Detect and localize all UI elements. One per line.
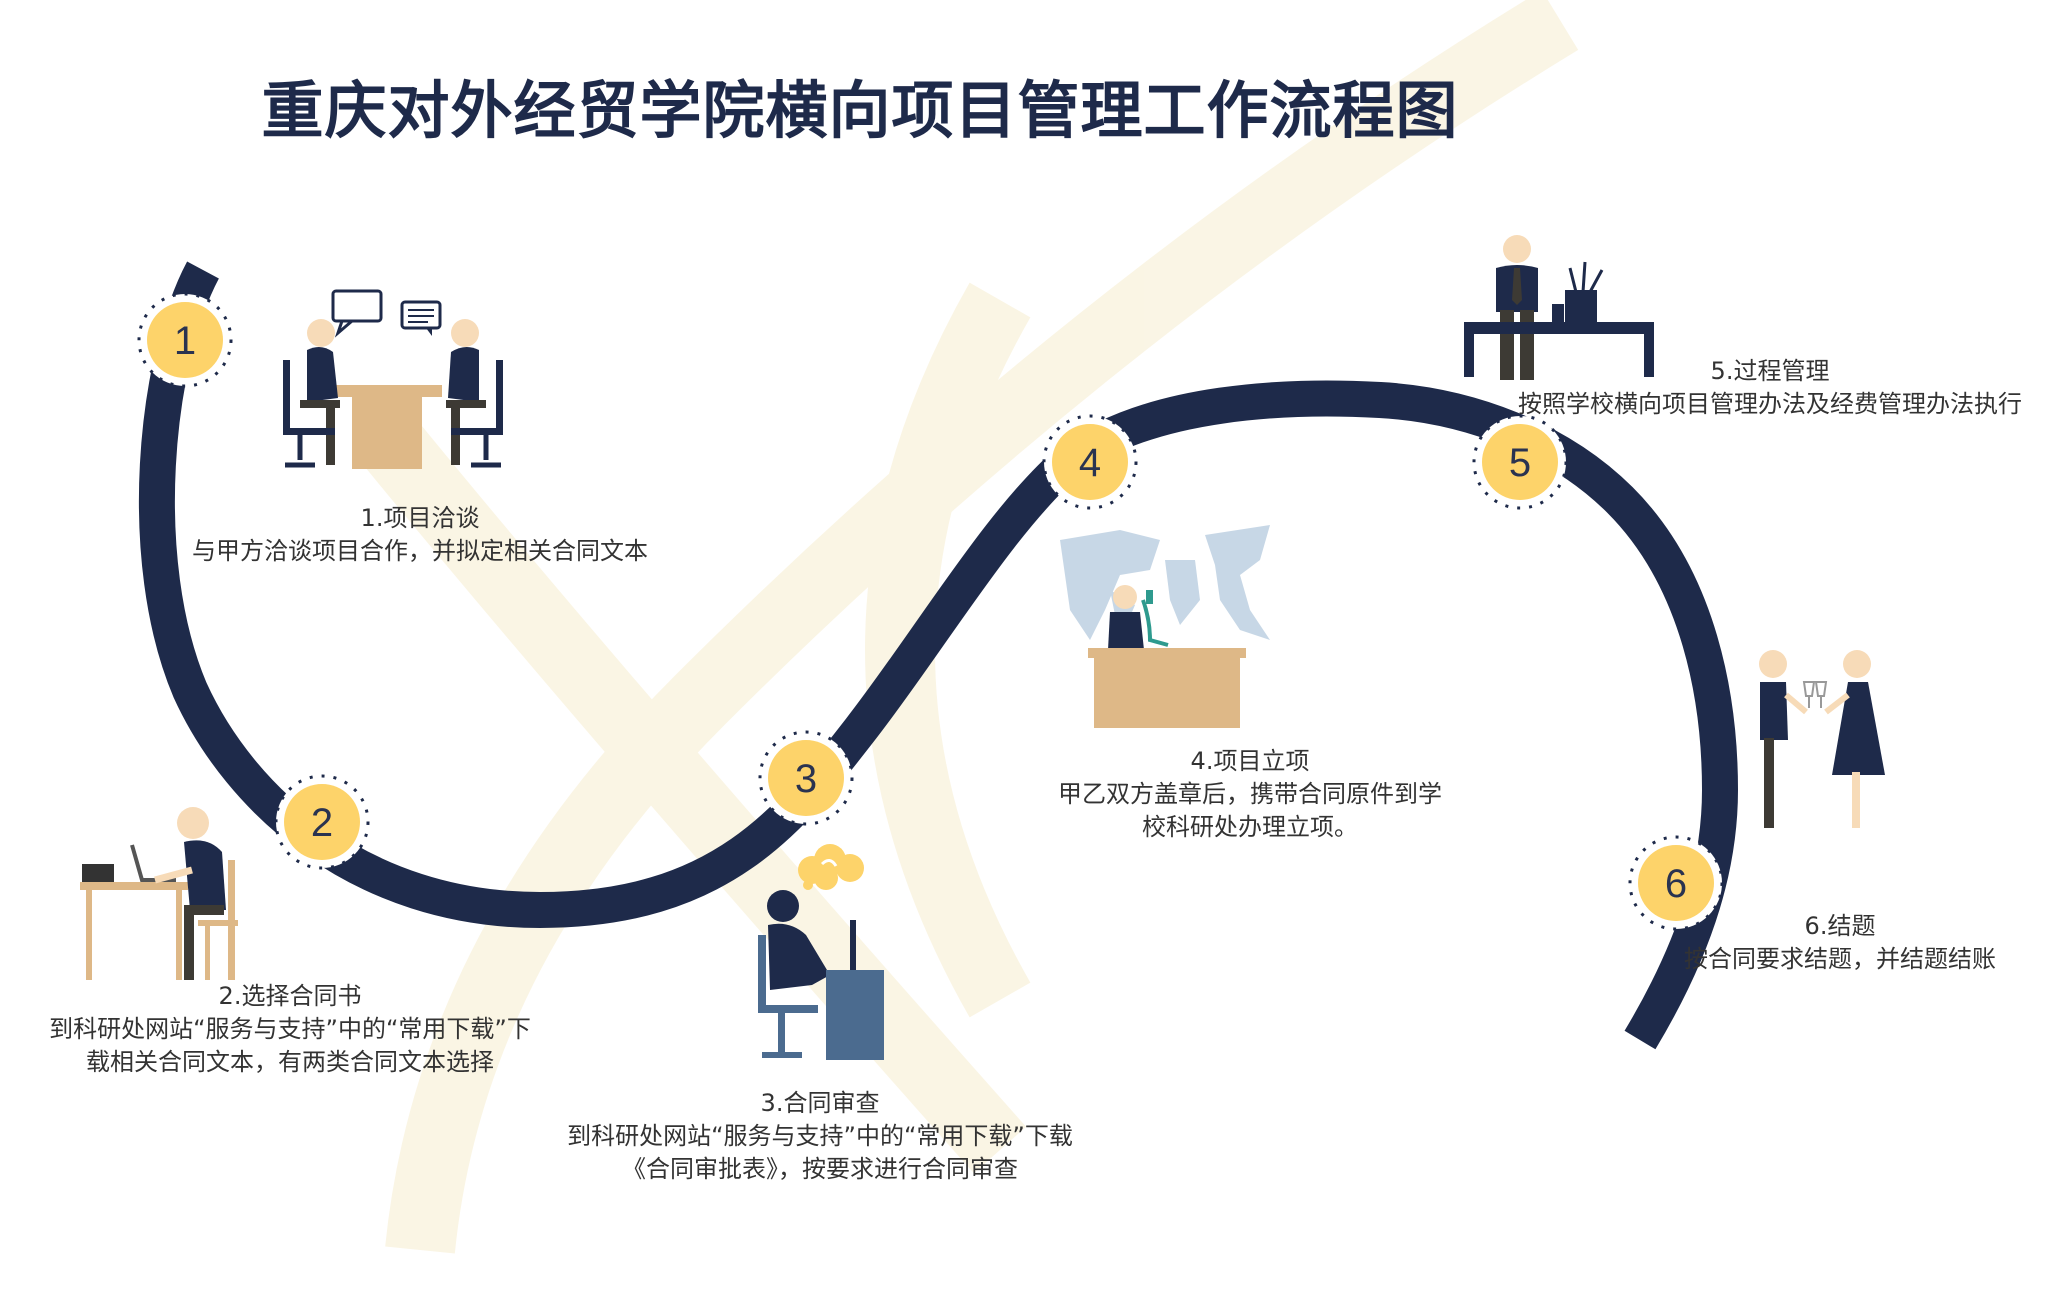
step-6-badge-fill	[1638, 845, 1714, 921]
laptop-work-illustration	[80, 807, 238, 980]
step-1-badge: 1	[137, 292, 233, 388]
step-4-desc-line-2: 校科研处办理立项。	[1142, 813, 1358, 841]
step-4-text: 4.项目立项 甲乙双方盖章后，携带合同原件到学 校科研处办理立项。	[1040, 745, 1460, 844]
step-1-desc-line-1: 与甲方洽谈项目合作，并拟定相关合同文本	[192, 537, 648, 565]
speech-bubble-icon	[331, 289, 383, 338]
step-5-badge: 5	[1472, 414, 1568, 510]
step-6-number: 6	[1665, 862, 1687, 906]
step-3-badge: 3	[758, 730, 854, 826]
step-1-number: 1	[174, 319, 196, 363]
negotiation-illustration	[283, 289, 503, 469]
step-2-desc-line-2: 载相关合同文本，有两类合同文本选择	[86, 1048, 494, 1076]
page-title: 重庆对外经贸学院横向项目管理工作流程图	[261, 74, 1459, 147]
step-badges: 1 2 3 4 5 6	[137, 292, 1724, 931]
step-3-number: 3	[795, 757, 817, 801]
step-5-title: 5.过程管理	[1710, 357, 1830, 385]
thought-cloud-icon	[798, 844, 864, 890]
step-5-desc-line-1: 按照学校横向项目管理办法及经费管理办法执行	[1518, 390, 2022, 418]
step-1-badge-fill	[147, 302, 223, 378]
step-5-text: 5.过程管理 按照学校横向项目管理办法及经费管理办法执行	[1510, 355, 2030, 421]
step-2-badge: 2	[274, 774, 370, 870]
step-1-text: 1.项目洽谈 与甲方洽谈项目合作，并拟定相关合同文本	[170, 502, 670, 568]
step-5-badge-fill	[1482, 424, 1558, 500]
step-2-text: 2.选择合同书 到科研处网站“服务与支持”中的“常用下载”下 载相关合同文本，有…	[10, 980, 570, 1079]
step-4-title: 4.项目立项	[1190, 747, 1310, 775]
step-6-title: 6.结题	[1804, 912, 1876, 940]
celebration-illustration	[1759, 650, 1885, 828]
step-5-number: 5	[1509, 441, 1531, 485]
step-3-title: 3.合同审查	[760, 1089, 880, 1117]
wine-glass-icon	[1802, 681, 1828, 708]
step-4-badge-fill	[1052, 424, 1128, 500]
step-2-desc-line-1: 到科研处网站“服务与支持”中的“常用下载”下	[49, 1015, 531, 1043]
step-3-badge-fill	[768, 740, 844, 816]
step-4-badge: 4	[1042, 414, 1138, 510]
step-2-number: 2	[311, 801, 333, 845]
process-path	[138, 261, 1739, 1050]
step-6-desc-line-1: 按合同要求结题，并结题结账	[1684, 945, 1996, 973]
step-4-number: 4	[1079, 441, 1101, 485]
step-3-desc-line-1: 到科研处网站“服务与支持”中的“常用下载”下载	[567, 1122, 1073, 1150]
project-approval-illustration	[1060, 525, 1270, 728]
chat-bubble-icon	[400, 300, 442, 336]
step-3-desc-line-2: 《合同审批表》，按要求进行合同审查	[622, 1155, 1018, 1183]
step-2-badge-fill	[284, 784, 360, 860]
step-2-title: 2.选择合同书	[218, 982, 362, 1010]
contract-review-illustration	[758, 844, 884, 1060]
process-management-illustration	[1464, 235, 1654, 380]
step-4-desc-line-1: 甲乙双方盖章后，携带合同原件到学	[1058, 780, 1442, 808]
step-1-title: 1.项目洽谈	[360, 504, 480, 532]
world-map-icon	[1060, 525, 1270, 640]
step-6-text: 6.结题 按合同要求结题，并结题结账	[1660, 910, 2020, 976]
step-3-text: 3.合同审查 到科研处网站“服务与支持”中的“常用下载”下载 《合同审批表》，按…	[530, 1087, 1110, 1186]
step-6-badge: 6	[1628, 835, 1724, 931]
